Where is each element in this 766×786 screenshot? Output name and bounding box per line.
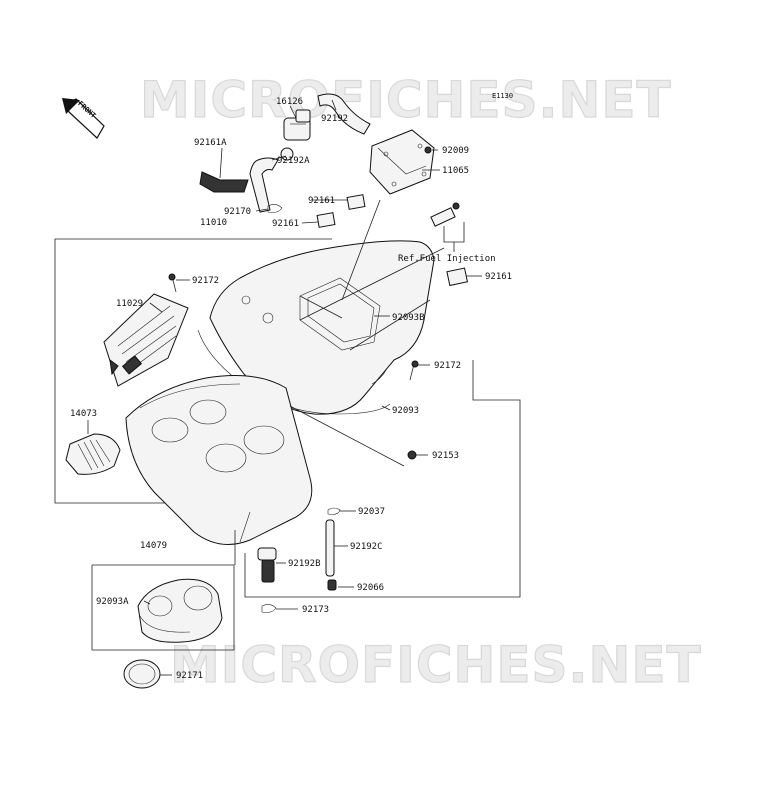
label-92093A: 92093A	[96, 597, 129, 607]
label-92009: 92009	[442, 146, 469, 156]
label-11029: 11029	[116, 299, 143, 309]
clamp-shape	[280, 147, 294, 161]
hose-92192A-shape	[249, 157, 279, 213]
filter-11029-shape	[103, 293, 189, 387]
hose-92192-shape	[317, 93, 371, 135]
part-labels: 16126 92192 92161A 92192A 92009 11065 92…	[70, 97, 512, 681]
pad-92161-c-shape	[446, 267, 469, 287]
pad-92161-b-shape	[316, 212, 336, 228]
lower-case-shape	[125, 375, 313, 545]
ref-fuel-injection-note: Ref.Fuel Injection	[398, 254, 496, 264]
label-11065: 11065	[442, 166, 469, 176]
watermark-bottom: MICROFICHES.NET	[170, 636, 702, 694]
cover-11065-shape	[369, 129, 435, 195]
sensor-fuel-injection-shape	[430, 202, 465, 252]
label-14073: 14073	[70, 409, 97, 419]
label-92037: 92037	[358, 507, 385, 517]
label-92192A: 92192A	[277, 156, 310, 166]
label-92093: 92093	[392, 406, 419, 416]
label-92161A: 92161A	[194, 138, 227, 148]
label-92173: 92173	[302, 605, 329, 615]
leader-lines	[87, 99, 482, 676]
front-arrow-icon: FRONT	[62, 98, 105, 139]
duct-14073-shape	[65, 433, 121, 475]
label-92161-b: 92161	[272, 219, 299, 229]
label-16126: 16126	[276, 97, 303, 107]
screw-92009-shape	[424, 146, 432, 154]
pad-92161A-shape	[199, 171, 249, 193]
bolt-head-b-icon	[411, 360, 419, 368]
clip-92173-shape	[261, 604, 277, 613]
pad-92161-a-shape	[346, 194, 366, 210]
plug-92066-shape	[327, 579, 337, 591]
label-11010: 11010	[200, 218, 227, 228]
label-92172-a: 92172	[192, 276, 219, 286]
label-92192C: 92192C	[350, 542, 383, 552]
clip-92037-shape	[327, 507, 341, 515]
label-14079: 14079	[140, 541, 167, 551]
diagram-code: E1130	[492, 92, 513, 100]
label-92161-c: 92161	[485, 272, 512, 282]
label-92093B: 92093B	[392, 313, 425, 323]
label-92153: 92153	[432, 451, 459, 461]
label-92161-a: 92161	[308, 196, 335, 206]
label-92170: 92170	[224, 207, 251, 217]
part-16126-shape	[283, 109, 311, 141]
drain-92192B-shape	[257, 547, 277, 583]
label-92066: 92066	[357, 583, 384, 593]
watermark-top: MICROFICHES.NET	[140, 71, 672, 129]
label-92192B: 92192B	[288, 559, 321, 569]
cover-14079-shape	[137, 578, 223, 643]
clamp-92170-shape	[267, 204, 283, 213]
label-92192: 92192	[321, 114, 348, 124]
label-92172-b: 92172	[434, 361, 461, 371]
bolt-92153-icon	[407, 450, 417, 460]
bolt-head-a-icon	[168, 273, 176, 281]
label-92171: 92171	[176, 671, 203, 681]
hose-92192C-shape	[325, 519, 335, 577]
group-lines	[54, 238, 521, 651]
